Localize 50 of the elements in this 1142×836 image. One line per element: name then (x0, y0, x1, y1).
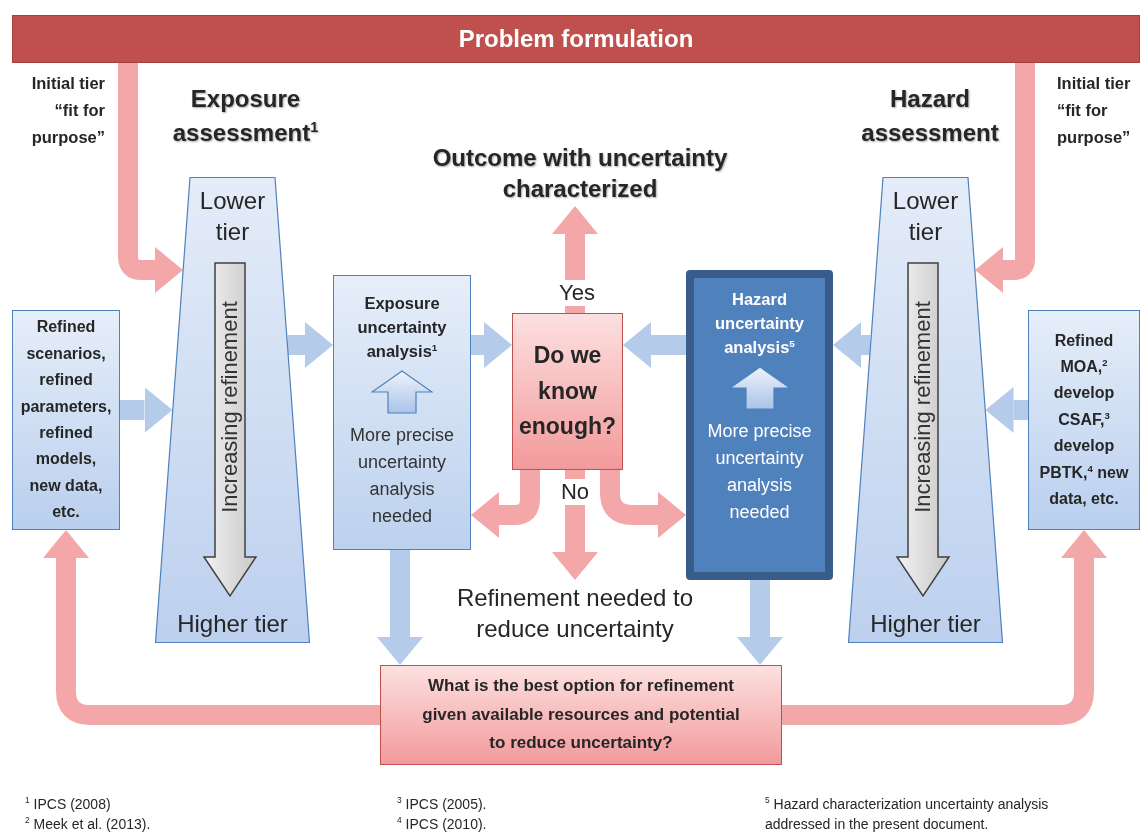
tier-label: Lower tier (198, 186, 267, 248)
box-text: Refined MOA,$^{2}$ develop CSAF,$^{3}$ develop PBTK,$^{4}$ new data, etc. (1038, 330, 1130, 509)
uncertainty-analysis-box (333, 275, 471, 550)
section-heading: Exposure assessment$^{1}$ (171, 84, 320, 148)
block-arrow (737, 580, 783, 665)
footnote: $^{2}$ Meek et al. (2013). (25, 814, 152, 834)
decision-box (512, 313, 623, 470)
tier-trapezoid (155, 177, 310, 643)
block-arrow (833, 322, 871, 368)
box-text: More precise uncertainty analysis needed (706, 419, 813, 524)
refinement-arrow (203, 262, 257, 597)
box-text: Refined scenarios, refined parameters, refined models, new data, etc. (20, 317, 112, 523)
vertical-label: Increasing refinement (910, 301, 936, 513)
tier-label: Higher tier (176, 608, 289, 639)
box-title: Hazard uncertainty analysis$^{5}$ (714, 289, 805, 358)
block-arrow (377, 550, 423, 665)
refinement-arrow (896, 262, 950, 597)
problem-banner (12, 15, 1140, 63)
block-arrow (985, 387, 1028, 433)
footnote: $^{4}$ IPCS (2010). (397, 814, 488, 834)
annotation-text: Initial tier “fit for purpose” (1057, 73, 1131, 149)
footnote: $^{5}$ Hazard characterization uncertainty analysis addressed in the present document. (765, 794, 1050, 835)
block-arrow (118, 63, 183, 293)
annotation-text: Initial tier “fit for purpose” (31, 73, 105, 149)
vertical-label: Increasing refinement (217, 301, 243, 513)
block-arrow (552, 206, 598, 313)
outcome-text: Outcome with uncertainty characterized (431, 142, 729, 204)
tier-label: Lower tier (891, 186, 960, 248)
block-arrow (43, 530, 380, 725)
block-arrow (623, 322, 686, 368)
box-title: Exposure uncertainty analysis$^{1}$ (356, 293, 448, 362)
refinement-options-box (12, 310, 120, 530)
footnote: $^{1}$ IPCS (2008) (25, 794, 112, 814)
box-text: What is the best option for refinement given available resources and potential to reduce uncertainty? (421, 674, 741, 755)
result-text: Refinement needed to reduce uncertainty (455, 582, 695, 644)
box-text: More precise uncertainty analysis needed (348, 423, 455, 528)
block-arrow (975, 63, 1035, 293)
footnote: $^{3}$ IPCS (2005). (397, 794, 488, 814)
block-arrow (120, 387, 173, 433)
tier-label: Higher tier (869, 608, 982, 639)
block-arrow (782, 530, 1107, 725)
uncertainty-analysis-box (686, 270, 833, 580)
block-arrow (471, 322, 512, 368)
tier-trapezoid (848, 177, 1003, 643)
block-arrow (287, 322, 333, 368)
section-heading: Hazard assessment (860, 84, 1000, 148)
question-box (380, 665, 782, 765)
banner-text: Problem formulation (458, 25, 694, 53)
refinement-options-box (1028, 310, 1140, 530)
decision-question: Do we know enough? (518, 341, 617, 442)
